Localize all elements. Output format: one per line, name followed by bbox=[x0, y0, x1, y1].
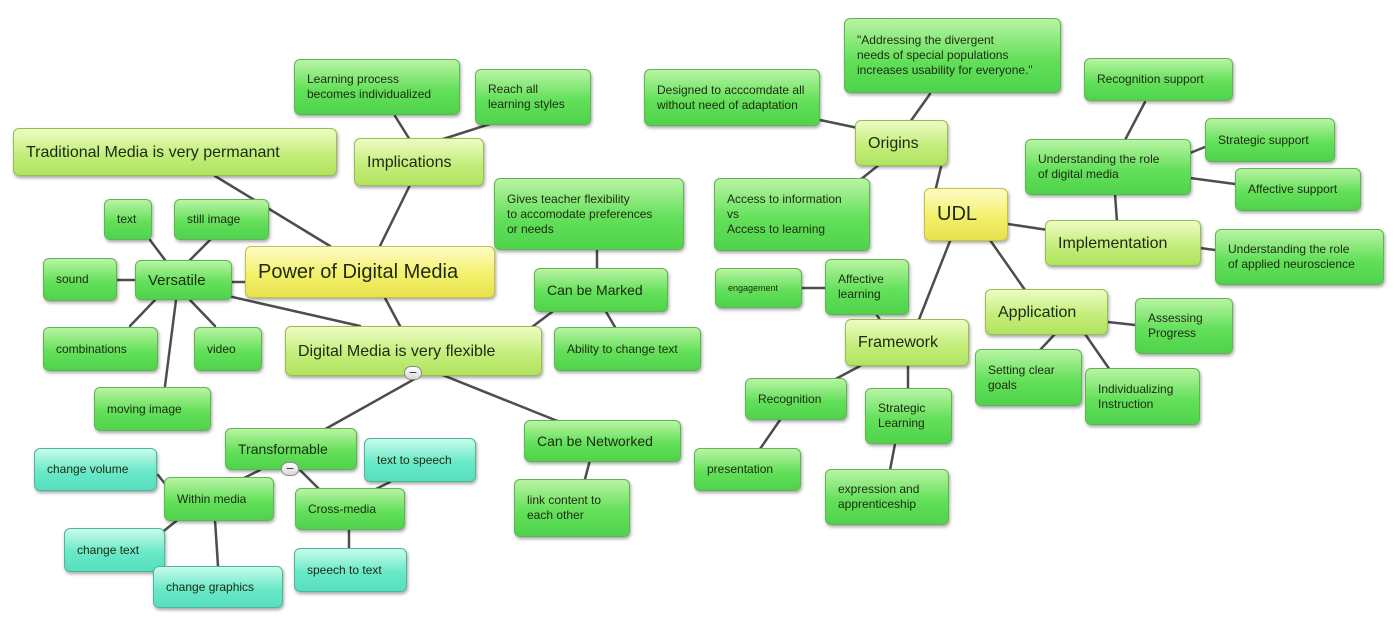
node-affective-support[interactable]: Affective support bbox=[1235, 168, 1361, 211]
node-combinations[interactable]: combinations bbox=[43, 327, 158, 371]
node-presentation[interactable]: presentation bbox=[694, 448, 801, 491]
node-text-to-speech[interactable]: text to speech bbox=[364, 438, 476, 482]
node-change-volume[interactable]: change volume bbox=[34, 448, 157, 491]
node-text[interactable]: text bbox=[104, 199, 152, 240]
node-link-content[interactable]: link content to each other bbox=[514, 479, 630, 537]
node-can-be-networked[interactable]: Can be Networked bbox=[524, 420, 681, 462]
node-strategic-support[interactable]: Strategic support bbox=[1205, 118, 1335, 162]
node-cross-media[interactable]: Cross-media bbox=[295, 488, 405, 530]
node-understanding-digital-media[interactable]: Understanding the role of digital media bbox=[1025, 139, 1191, 195]
node-addressing-quote[interactable]: "Addressing the divergent needs of speci… bbox=[844, 18, 1061, 93]
collapse-toggle-flexible[interactable]: − bbox=[404, 366, 422, 380]
node-recognition[interactable]: Recognition bbox=[745, 378, 847, 420]
node-affective-learning[interactable]: Affective learning bbox=[825, 259, 909, 315]
node-moving-image[interactable]: moving image bbox=[94, 387, 211, 431]
node-sound[interactable]: sound bbox=[43, 258, 117, 301]
node-assessing-progress[interactable]: Assessing Progress bbox=[1135, 298, 1233, 354]
node-engagement[interactable]: engagement bbox=[715, 268, 802, 308]
node-udl[interactable]: UDL bbox=[924, 188, 1008, 241]
node-within-media[interactable]: Within media bbox=[164, 477, 274, 521]
node-change-graphics[interactable]: change graphics bbox=[153, 566, 283, 608]
node-reach-all-styles[interactable]: Reach all learning styles bbox=[475, 69, 591, 125]
node-implementation[interactable]: Implementation bbox=[1045, 220, 1201, 266]
node-speech-to-text[interactable]: speech to text bbox=[294, 548, 407, 592]
node-can-be-marked[interactable]: Can be Marked bbox=[534, 268, 668, 312]
node-gives-teacher-flexibility[interactable]: Gives teacher flexibility to accomodate … bbox=[494, 178, 684, 250]
node-change-text[interactable]: change text bbox=[64, 528, 165, 572]
node-access-to-learning[interactable]: Access to information vs Access to learn… bbox=[714, 178, 870, 251]
node-strategic-learning[interactable]: Strategic Learning bbox=[865, 388, 952, 444]
collapse-toggle-transformable[interactable]: − bbox=[281, 462, 299, 476]
node-implications[interactable]: Implications bbox=[354, 138, 484, 186]
node-application[interactable]: Application bbox=[985, 289, 1108, 335]
node-understanding-neuroscience[interactable]: Understanding the role of applied neuros… bbox=[1215, 229, 1384, 285]
node-framework[interactable]: Framework bbox=[845, 319, 969, 366]
node-learning-process[interactable]: Learning process becomes individualized bbox=[294, 59, 460, 115]
node-ability-to-change-text[interactable]: Ability to change text bbox=[554, 327, 701, 371]
node-video[interactable]: video bbox=[194, 327, 262, 371]
node-origins[interactable]: Origins bbox=[855, 120, 948, 166]
node-versatile[interactable]: Versatile bbox=[135, 260, 232, 300]
node-power-of-digital-media[interactable]: Power of Digital Media bbox=[245, 246, 495, 298]
node-expression-apprenticeship[interactable]: expression and apprenticeship bbox=[825, 469, 949, 525]
node-designed-to-accommodate[interactable]: Designed to acccomdate all without need … bbox=[644, 69, 820, 126]
node-still-image[interactable]: still image bbox=[174, 199, 269, 240]
node-traditional-media[interactable]: Traditional Media is very permanant bbox=[13, 128, 337, 176]
node-recognition-support[interactable]: Recognition support bbox=[1084, 58, 1233, 101]
node-digital-media-flexible[interactable]: Digital Media is very flexible bbox=[285, 326, 542, 376]
node-setting-clear-goals[interactable]: Setting clear goals bbox=[975, 349, 1082, 406]
node-individualizing-instruction[interactable]: Individualizing Instruction bbox=[1085, 368, 1200, 425]
